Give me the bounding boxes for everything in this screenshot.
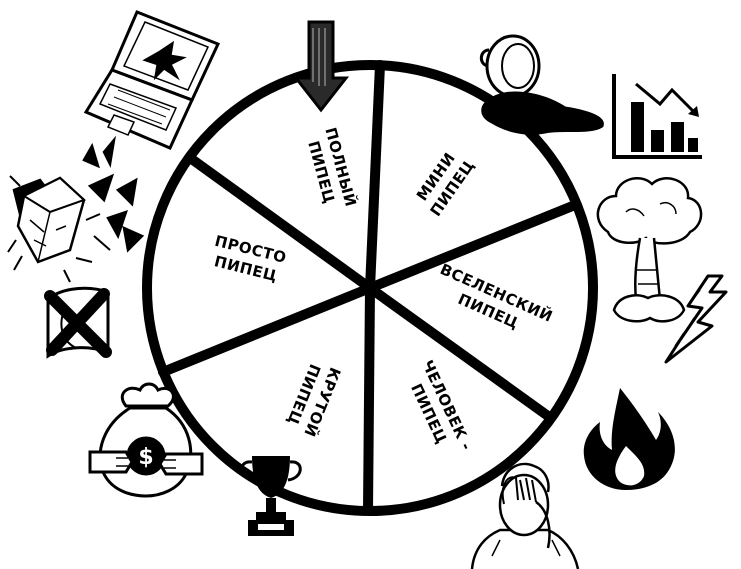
broken-laptop-icon [83,10,221,150]
lightning-icon [664,274,728,364]
spilled-cup-icon [479,34,604,135]
wheel-dividers [158,60,580,515]
fire-icon [583,388,675,490]
crashing-block-icon [7,135,145,283]
pointer-arrow-icon [292,20,350,113]
svg-text:$: $ [138,445,153,470]
money-bag-icon: $ [88,382,204,498]
falling-chart-icon [612,74,702,159]
fortune-wheel[interactable]: ПОЛНЫЙ ПИПЕЦ МИНИ ПИПЕЦ ВСЕЛЕНСКИЙ ПИПЕЦ… [142,60,598,516]
trophy-icon [240,456,302,536]
facepalm-man-icon [470,462,580,569]
nuclear-explosion-icon [596,177,703,323]
crossed-out-item-icon [44,286,112,359]
